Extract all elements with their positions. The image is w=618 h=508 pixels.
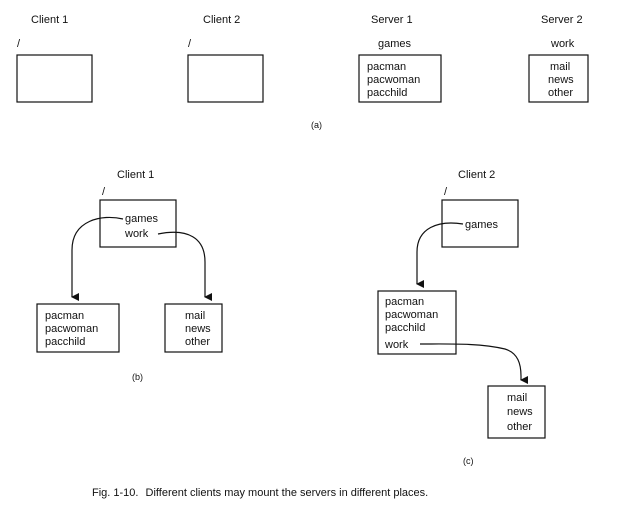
- client2-work-entry: news: [507, 406, 533, 418]
- client1-mounted-title: Client 1: [117, 169, 154, 181]
- client1-root-entry-games: games: [125, 213, 159, 225]
- server1-entry: pacwoman: [367, 74, 420, 86]
- server2-entry: news: [548, 74, 574, 86]
- server2-dir-box: [528, 54, 589, 103]
- server1-entry: pacman: [367, 61, 406, 73]
- client2-mounted-root-slash: /: [444, 186, 448, 198]
- mount-arrow-games: [71, 216, 124, 301]
- client2-root-slash: /: [188, 38, 192, 50]
- client1-work-entry: other: [185, 336, 210, 348]
- panel-label-c: (c): [463, 456, 474, 466]
- panel-label-a: (a): [311, 120, 322, 130]
- figure-caption-label: Fig. 1-10.: [92, 487, 138, 499]
- server1-entry: pacchild: [367, 87, 407, 99]
- mount-arrow-work: [157, 231, 212, 301]
- client1-games-entry: pacwoman: [45, 323, 98, 335]
- client2-empty-box: [187, 54, 264, 103]
- figure-caption: Fig. 1-10. Different clients may mount t…: [92, 487, 428, 499]
- panel-c: Client 2 / games pacman pacwoman pacchil…: [377, 169, 546, 466]
- client1-games-entry: pacchild: [45, 336, 85, 348]
- figure-caption-text: Different clients may mount the servers …: [146, 487, 429, 499]
- panel-label-b: (b): [132, 372, 143, 382]
- client2-root-entry-games: games: [465, 219, 499, 231]
- client1-work-entry: mail: [185, 310, 205, 322]
- client1-title: Client 1: [31, 14, 68, 26]
- client2-games-box: [377, 290, 457, 355]
- server2-entry: other: [548, 87, 573, 99]
- mount-arrow-work: [419, 343, 528, 384]
- client2-work-entry: mail: [507, 392, 527, 404]
- client2-work-box: [487, 385, 546, 439]
- client2-work-entry: other: [507, 421, 532, 433]
- client2-games-entry: pacwoman: [385, 309, 438, 321]
- client1-games-entry: pacman: [45, 310, 84, 322]
- client1-root-box: [99, 199, 177, 248]
- client1-mounted-root-slash: /: [102, 186, 106, 198]
- server2-title: Server 2: [541, 14, 583, 26]
- server1-dir-box: [358, 54, 442, 103]
- client1-work-box: [164, 303, 223, 353]
- client1-games-box: [36, 303, 120, 353]
- client1-empty-box: [16, 54, 93, 103]
- client1-work-entry: news: [185, 323, 211, 335]
- server2-dir-name: work: [550, 38, 575, 50]
- server1-dir-name: games: [378, 38, 412, 50]
- client1-root-slash: /: [17, 38, 21, 50]
- client1-root-entry-work: work: [124, 228, 149, 240]
- panel-b: Client 1 / games work pacman pacwoman pa…: [36, 169, 223, 382]
- client2-mounted-title: Client 2: [458, 169, 495, 181]
- panel-a: Client 1 / Client 2 / Server 1 games pac…: [16, 14, 589, 130]
- client2-games-entry-work: work: [384, 339, 409, 351]
- mount-arrow-games: [416, 222, 464, 288]
- server2-entry: mail: [550, 61, 570, 73]
- client2-title: Client 2: [203, 14, 240, 26]
- client2-games-entry: pacman: [385, 296, 424, 308]
- client2-games-entry: pacchild: [385, 322, 425, 334]
- server1-title: Server 1: [371, 14, 413, 26]
